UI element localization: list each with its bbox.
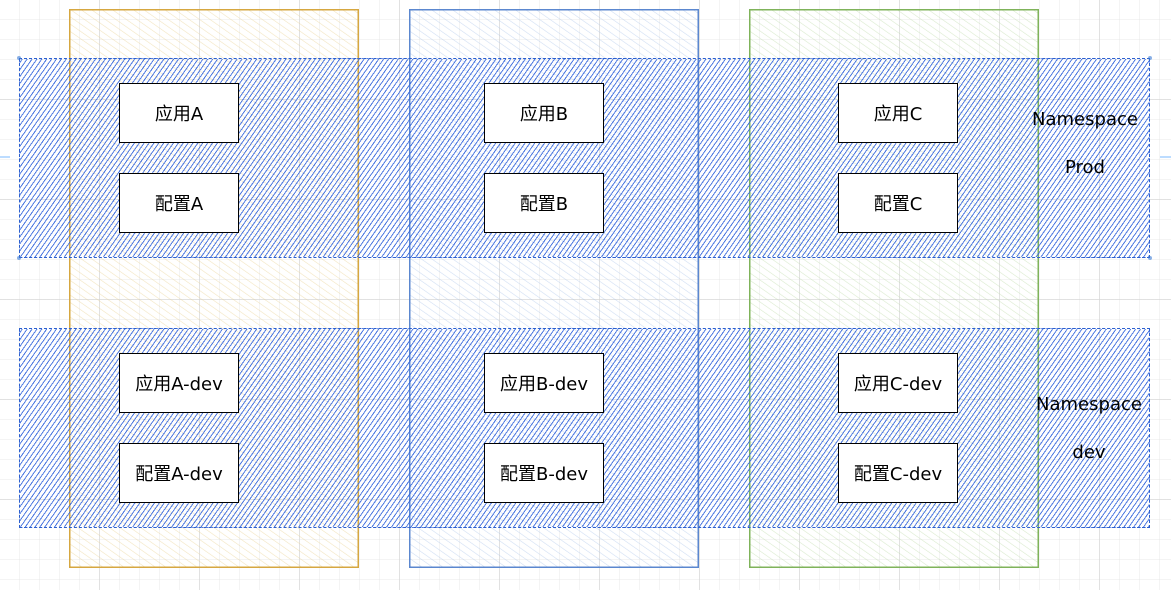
config-a-dev-node[interactable]: 配置A-dev	[119, 443, 239, 503]
namespace-prod-name[interactable]: Prod	[1065, 157, 1105, 178]
resize-handle[interactable]	[17, 56, 21, 60]
resize-handle[interactable]	[1148, 256, 1152, 260]
app-a-node[interactable]: 应用A	[119, 83, 239, 143]
app-b-dev-node[interactable]: 应用B-dev	[484, 353, 604, 413]
guide-mark-left	[0, 156, 10, 158]
namespace-dev-label[interactable]: Namespace	[1036, 394, 1142, 415]
resize-handle[interactable]	[17, 256, 21, 260]
app-c-node[interactable]: 应用C	[838, 83, 958, 143]
app-b-node[interactable]: 应用B	[484, 83, 604, 143]
namespace-dev-name[interactable]: dev	[1072, 442, 1106, 463]
config-a-node[interactable]: 配置A	[119, 173, 239, 233]
namespace-prod-label[interactable]: Namespace	[1032, 109, 1138, 130]
app-c-dev-node[interactable]: 应用C-dev	[838, 353, 958, 413]
config-b-dev-node[interactable]: 配置B-dev	[484, 443, 604, 503]
guide-mark-right	[1160, 156, 1171, 158]
config-c-dev-node[interactable]: 配置C-dev	[838, 443, 958, 503]
resize-handle[interactable]	[1148, 56, 1152, 60]
app-a-dev-node[interactable]: 应用A-dev	[119, 353, 239, 413]
config-b-node[interactable]: 配置B	[484, 173, 604, 233]
config-c-node[interactable]: 配置C	[838, 173, 958, 233]
